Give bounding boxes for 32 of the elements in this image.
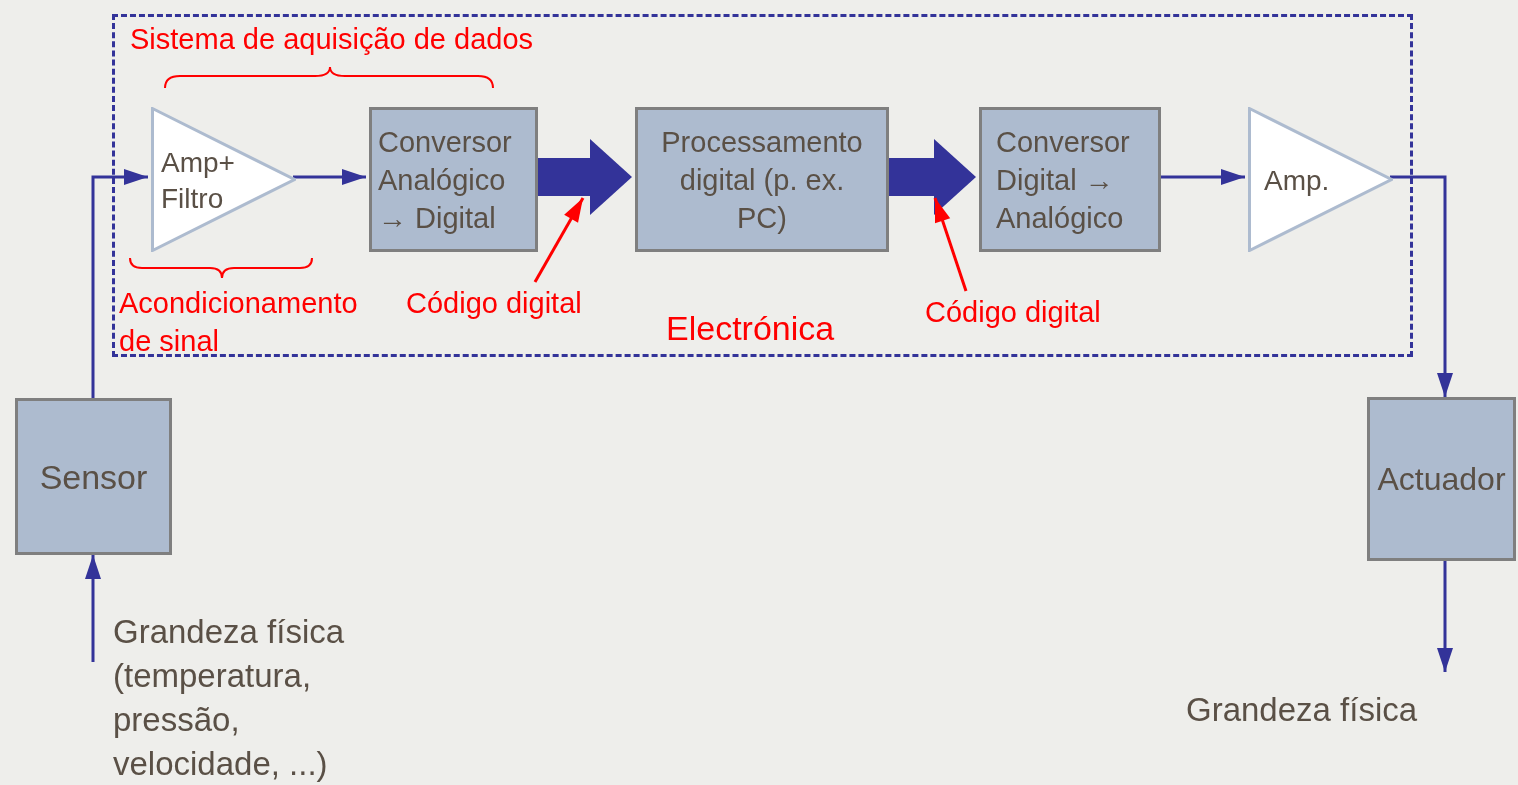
- arrow: [91, 169, 148, 398]
- arrow: [1437, 561, 1453, 672]
- box-label: Sensor: [38, 457, 149, 496]
- box-label: Processamento digital (p. ex. PC): [660, 124, 864, 236]
- converter-box: [979, 107, 1161, 252]
- leader-arrow: [533, 197, 585, 283]
- box-label: Conversor Analógico → Digital: [378, 124, 513, 236]
- arrow: [1158, 169, 1245, 185]
- brace-label: Acondicionamento de sinal: [119, 286, 359, 359]
- amplifier-label: Amp+ Filtro: [161, 146, 236, 216]
- sensor-box: [15, 398, 172, 555]
- processing-box: [635, 107, 889, 252]
- amplifier-triangle: [151, 107, 296, 252]
- dashed-group-box: [112, 14, 1413, 357]
- group-label: Electrónica: [666, 309, 835, 348]
- leader-arrow: [933, 197, 968, 292]
- brace-label: Sistema de aquisição de dados: [130, 22, 535, 57]
- amplifier-label: Amp.: [1264, 164, 1331, 198]
- annotation-label: Código digital: [925, 294, 1125, 330]
- arrow: [293, 169, 366, 185]
- thick-arrow: [535, 139, 632, 215]
- box-label: Conversor Digital → Analógico: [996, 124, 1131, 236]
- amplifier-triangle: [1248, 107, 1393, 252]
- annotation-label: Código digital: [406, 285, 606, 321]
- quantity-label: Grandeza física: [1186, 672, 1456, 732]
- converter-box: [369, 107, 538, 252]
- thick-arrow: [886, 139, 976, 215]
- quantity-label: Grandeza física (temperatura, pressão, velocidade, ...): [93, 610, 403, 785]
- arrow: [85, 555, 101, 662]
- box-label: Actuador: [1376, 460, 1507, 498]
- actuator-box: [1367, 397, 1516, 561]
- arrow: [1390, 175, 1453, 397]
